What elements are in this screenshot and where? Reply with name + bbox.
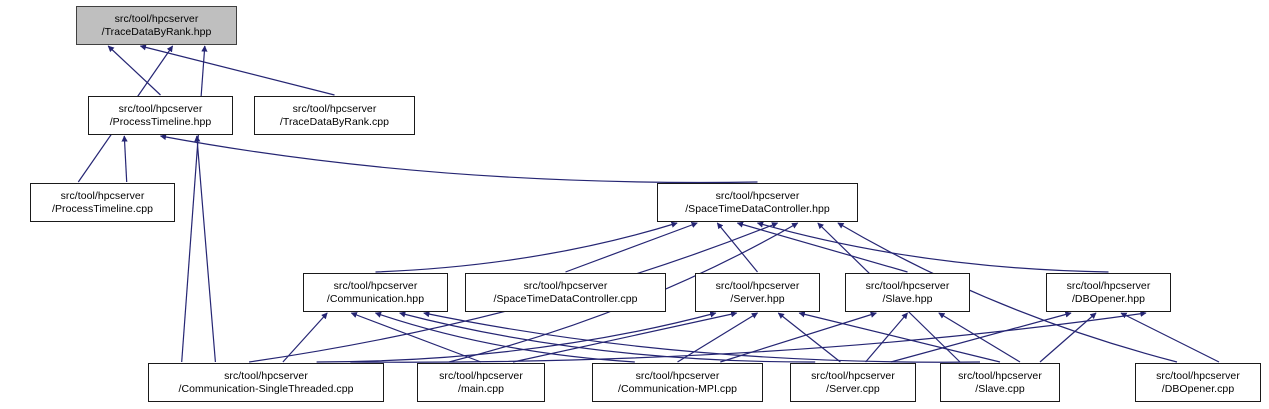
edge-communication_hpp-to-spacetimedatacontroller_hpp xyxy=(375,221,678,273)
node-label-line1: src/tool/hpcserver xyxy=(811,369,895,382)
node-label-line2: /SpaceTimeDataController.hpp xyxy=(685,202,830,215)
graph-node-communication_singlethreaded_cpp[interactable]: src/tool/hpcserver/Communication-SingleT… xyxy=(148,363,384,402)
node-label-line1: src/tool/hpcserver xyxy=(292,102,377,115)
graph-node-spacetimedatacontroller_cpp[interactable]: src/tool/hpcserver/SpaceTimeDataControll… xyxy=(465,273,666,312)
edge-dbopener_cpp-to-spacetimedatacontroller_hpp xyxy=(837,222,1178,363)
node-label-line1: src/tool/hpcserver xyxy=(333,279,418,292)
edge-spacetimedatacontroller_cpp-to-spacetimedatacontroller_hpp xyxy=(565,222,698,273)
graph-node-communication_mpi_cpp[interactable]: src/tool/hpcserver/Communication-MPI.cpp xyxy=(592,363,763,402)
node-label-line2: /Communication.hpp xyxy=(326,292,425,305)
edge-communication_singlethreaded_cpp-to-processtimeline_hpp xyxy=(194,135,216,363)
node-label-line2: /TraceDataByRank.cpp xyxy=(279,115,390,128)
graph-node-main_cpp[interactable]: src/tool/hpcserver/main.cpp xyxy=(417,363,545,402)
node-label-line2: /DBOpener.cpp xyxy=(1161,382,1235,395)
graph-node-processtimeline_hpp[interactable]: src/tool/hpcserver/ProcessTimeline.hpp xyxy=(88,96,233,135)
node-label-line2: /Server.hpp xyxy=(730,292,785,305)
edge-communication_singlethreaded_cpp-to-tracedatabyrank_hpp xyxy=(181,45,208,363)
graph-node-dbopener_cpp[interactable]: src/tool/hpcserver/DBOpener.cpp xyxy=(1135,363,1261,402)
node-label-line2: /TraceDataByRank.hpp xyxy=(101,25,212,38)
graph-node-server_hpp[interactable]: src/tool/hpcserver/Server.hpp xyxy=(695,273,820,312)
node-label-line1: src/tool/hpcserver xyxy=(865,279,950,292)
edge-dbopener_cpp-to-dbopener_hpp xyxy=(1120,312,1220,363)
node-label-line2: /Slave.cpp xyxy=(975,382,1025,395)
node-label-line2: /ProcessTimeline.hpp xyxy=(109,115,212,128)
graph-node-spacetimedatacontroller_hpp[interactable]: src/tool/hpcserver/SpaceTimeDataControll… xyxy=(657,183,858,222)
node-label-line1: src/tool/hpcserver xyxy=(958,369,1042,382)
node-label-line1: src/tool/hpcserver xyxy=(523,279,608,292)
edge-server_cpp-to-dbopener_hpp xyxy=(890,311,1072,363)
edge-communication_mpi_cpp-to-server_hpp xyxy=(677,312,759,363)
edge-communication_singlethreaded_cpp-to-dbopener_hpp xyxy=(350,310,1147,363)
node-label-line1: src/tool/hpcserver xyxy=(1156,369,1240,382)
edge-communication_singlethreaded_cpp-to-communication_hpp xyxy=(282,312,328,363)
node-label-line2: /Server.cpp xyxy=(826,382,880,395)
node-label-line2: /SpaceTimeDataController.cpp xyxy=(493,292,638,305)
edge-server_cpp-to-slave_hpp xyxy=(865,312,908,363)
node-label-line2: /Communication-SingleThreaded.cpp xyxy=(178,382,354,395)
edge-slave_cpp-to-dbopener_hpp xyxy=(1039,312,1097,363)
edge-slave_hpp-to-spacetimedatacontroller_hpp xyxy=(736,221,908,273)
edge-main_cpp-to-server_hpp xyxy=(512,311,738,363)
node-label-line1: src/tool/hpcserver xyxy=(715,279,800,292)
node-label-line2: /Slave.hpp xyxy=(882,292,933,305)
edge-processtimeline_hpp-to-tracedatabyrank_hpp xyxy=(107,45,161,96)
node-label-line1: src/tool/hpcserver xyxy=(1066,279,1151,292)
edge-server_hpp-to-spacetimedatacontroller_hpp xyxy=(716,222,758,273)
edge-server_cpp-to-communication_hpp xyxy=(399,311,816,363)
node-label-line2: /ProcessTimeline.cpp xyxy=(52,202,153,215)
node-label-line2: /DBOpener.hpp xyxy=(1071,292,1146,305)
edge-server_cpp-to-server_hpp xyxy=(777,312,841,363)
node-label-line1: src/tool/hpcserver xyxy=(114,12,199,25)
edge-communication_mpi_cpp-to-communication_hpp xyxy=(374,311,635,363)
node-label-line1: src/tool/hpcserver xyxy=(118,102,203,115)
node-label-line1: src/tool/hpcserver xyxy=(715,189,800,202)
edge-communication_singlethreaded_cpp-to-server_hpp xyxy=(316,311,717,363)
graph-node-processtimeline_cpp[interactable]: src/tool/hpcserver/ProcessTimeline.cpp xyxy=(30,183,175,222)
node-label-line1: src/tool/hpcserver xyxy=(635,369,720,382)
edge-slave_cpp-to-server_hpp xyxy=(798,311,1001,363)
graph-node-communication_hpp[interactable]: src/tool/hpcserver/Communication.hpp xyxy=(303,273,448,312)
edge-dbopener_hpp-to-spacetimedatacontroller_hpp xyxy=(756,221,1109,273)
edge-slave_cpp-to-communication_hpp xyxy=(423,311,981,363)
graph-node-slave_hpp[interactable]: src/tool/hpcserver/Slave.hpp xyxy=(845,273,970,312)
edge-main_cpp-to-communication_hpp xyxy=(350,312,482,363)
graph-node-tracedatabyrank_hpp[interactable]: src/tool/hpcserver/TraceDataByRank.hpp xyxy=(76,6,237,45)
edge-communication_mpi_cpp-to-slave_hpp xyxy=(720,311,877,363)
node-label-line2: /Communication-MPI.cpp xyxy=(618,382,737,395)
graph-node-slave_cpp[interactable]: src/tool/hpcserver/Slave.cpp xyxy=(940,363,1060,402)
node-label-line1: src/tool/hpcserver xyxy=(439,369,523,382)
edge-spacetimedatacontroller_hpp-to-processtimeline_hpp xyxy=(159,133,758,184)
edge-tracedatabyrank_cpp-to-tracedatabyrank_hpp xyxy=(139,44,335,96)
node-label-line1: src/tool/hpcserver xyxy=(60,189,145,202)
graph-node-server_cpp[interactable]: src/tool/hpcserver/Server.cpp xyxy=(790,363,916,402)
graph-node-tracedatabyrank_cpp[interactable]: src/tool/hpcserver/TraceDataByRank.cpp xyxy=(254,96,415,135)
graph-node-dbopener_hpp[interactable]: src/tool/hpcserver/DBOpener.hpp xyxy=(1046,273,1171,312)
node-label-line1: src/tool/hpcserver xyxy=(224,369,308,382)
node-label-line2: /main.cpp xyxy=(458,382,504,395)
edge-processtimeline_cpp-to-processtimeline_hpp xyxy=(121,135,128,183)
